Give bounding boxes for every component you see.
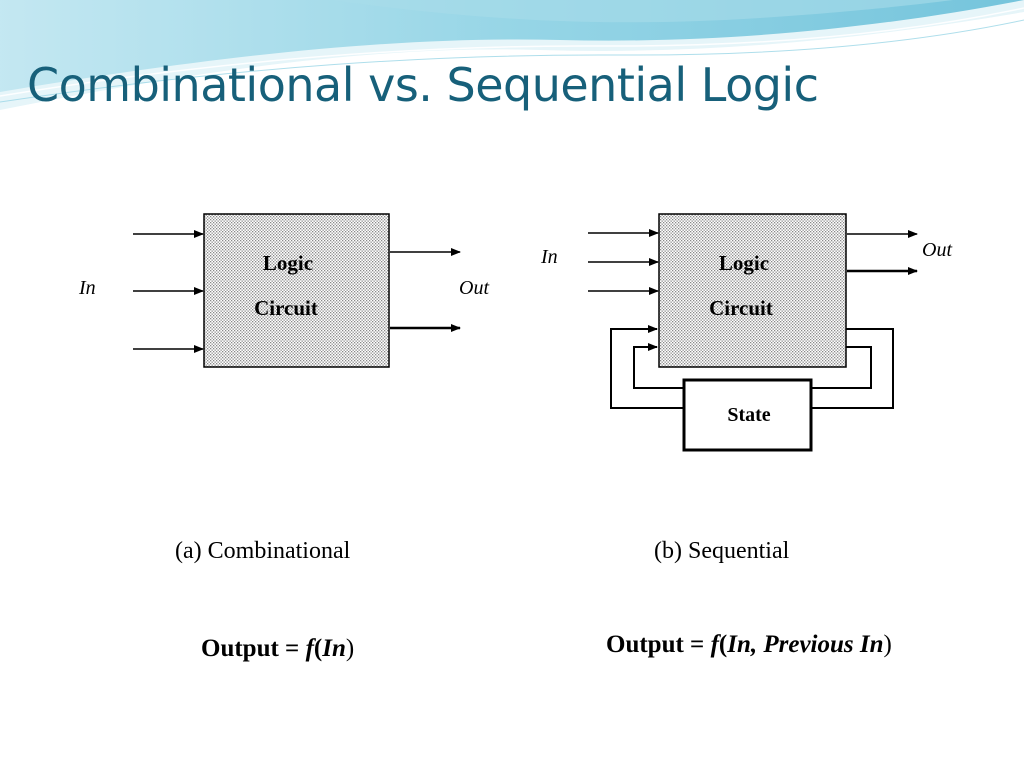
formula-function: f xyxy=(306,635,317,662)
formula-close-paren: ) xyxy=(346,635,354,662)
combinational-output-label: Out xyxy=(459,277,489,299)
state-input-line-outer xyxy=(812,328,894,409)
slide-title: Combinational vs. Sequential Logic xyxy=(27,58,819,112)
combinational-box-label-circuit: Circuit xyxy=(254,296,318,320)
formula-open-paren: ( xyxy=(314,635,322,662)
formula-close-paren: ) xyxy=(884,631,892,658)
sequential-output-label: Out xyxy=(922,239,952,261)
formula-argument: In, Previous In xyxy=(726,631,883,658)
formula-argument: In xyxy=(321,635,346,662)
sequential-formula: Output = f(In, Previous In) xyxy=(606,631,892,658)
formula-prefix: Output = xyxy=(201,635,306,662)
sequential-box-label-circuit: Circuit xyxy=(709,296,773,320)
state-box-label: State xyxy=(727,404,770,426)
state-input-line-inner xyxy=(812,346,872,389)
formula-function: f xyxy=(711,631,722,658)
combinational-caption: (a) Combinational xyxy=(175,538,351,564)
combinational-box-label-logic: Logic xyxy=(263,251,313,275)
state-box xyxy=(682,378,813,452)
sequential-input-label: In xyxy=(540,246,558,268)
feedback-line-outer xyxy=(610,325,684,409)
sequential-box-label-logic: Logic xyxy=(719,251,769,275)
sequential-logic-box xyxy=(658,213,847,368)
combinational-diagram: Logic Circuit In Out (a) Combinational O… xyxy=(78,213,489,662)
sequential-caption: (b) Sequential xyxy=(654,538,790,564)
feedback-line-inner xyxy=(633,343,684,389)
combinational-formula: Output = f(In) xyxy=(201,635,354,662)
combinational-logic-box xyxy=(203,213,390,368)
formula-open-paren: ( xyxy=(719,631,727,658)
formula-prefix: Output = xyxy=(606,631,711,658)
sequential-diagram: Logic Circuit In Out State (b) Sequentia… xyxy=(540,213,952,658)
combinational-input-label: In xyxy=(78,277,96,299)
header-wave-decoration xyxy=(0,0,1024,110)
